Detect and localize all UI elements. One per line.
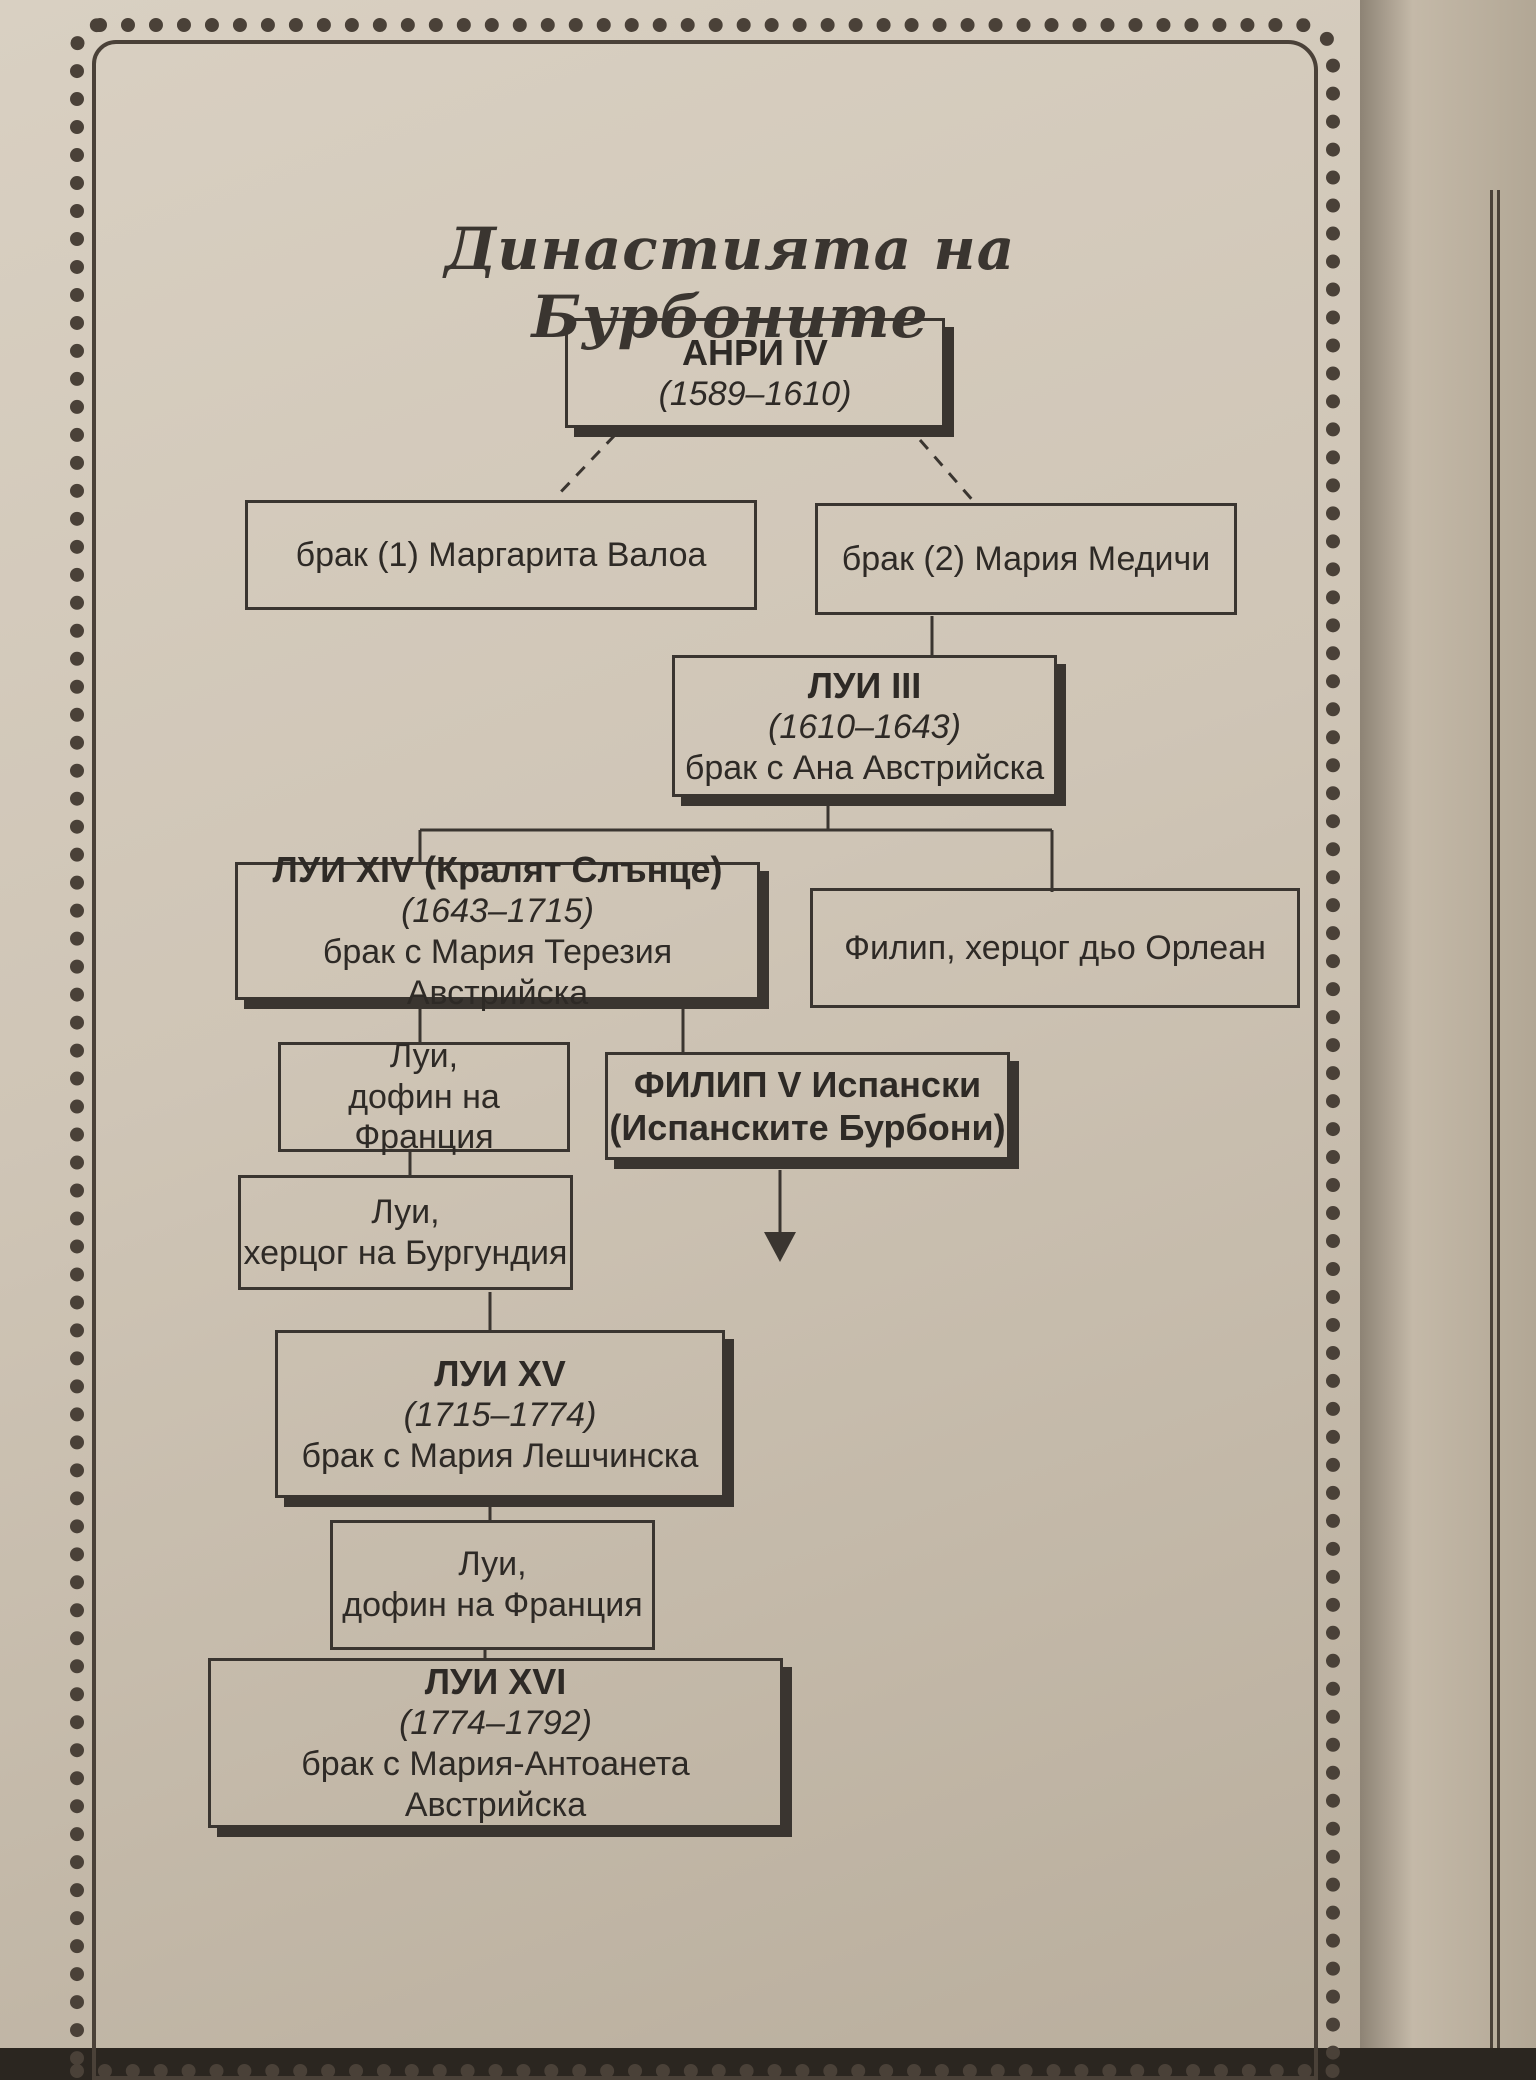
adjacent-page-border: [1490, 190, 1536, 2048]
louis13-name: ЛУИ III: [807, 664, 922, 706]
louis16-spouse: брак с Мария-Антоанета Австрийска: [301, 1745, 690, 1824]
louis15-name: ЛУИ XV: [434, 1352, 566, 1394]
tree-connectors: [408, 433, 1054, 1658]
philip5-line2: (Испанските Бурбони): [609, 1107, 1006, 1148]
dauphin2-line2: дофин на Франция: [342, 1586, 643, 1624]
node-marriage-1: брак (1) Маргарита Валоа: [245, 500, 757, 610]
orleans-text: Филип, херцог дьо Орлеан: [844, 928, 1266, 967]
node-philippe-orleans: Филип, херцог дьо Орлеан: [810, 888, 1300, 1008]
louis16-name: ЛУИ XVI: [424, 1661, 567, 1703]
adjacent-page: [1360, 0, 1536, 2048]
louis15-years: (1715–1774): [403, 1395, 597, 1434]
dauphin2-line1: Луи,: [458, 1545, 527, 1584]
louis16-years: (1774–1792): [399, 1704, 592, 1743]
node-louis-xv: ЛУИ XV (1715–1774) брак с Мария Лешчинск…: [275, 1330, 725, 1498]
louis13-spouse: брак с Ана Австрийска: [684, 748, 1045, 787]
marriage1-text: брак (1) Маргарита Валоа: [295, 535, 707, 574]
philip5-line1: ФИЛИП V Испански: [633, 1063, 982, 1105]
dashed-link-marriage1: [553, 433, 617, 500]
book-page: Династията на Бурбоните АНРИ I: [0, 0, 1360, 2080]
marriage2-text: брак (2) Мария Медичи: [841, 539, 1211, 578]
louis14-spouse: брак с Мария Терезия Австрийска: [322, 933, 673, 1012]
dashed-link-marriage2: [918, 439, 977, 504]
node-dauphin-2: Луи, дофин на Франция: [330, 1520, 655, 1650]
dauphin1-line2: дофин на Франция: [348, 1077, 500, 1157]
node-louis-xvi: ЛУИ XVI (1774–1792) брак с Мария-Антоане…: [208, 1658, 783, 1828]
burgundy-line1: Луи,: [371, 1192, 440, 1231]
node-henri-iv: АНРИ IV (1589–1610): [565, 318, 945, 428]
node-louis-xiv: ЛУИ XIV (Кралят Слънце) (1643–1715) брак…: [235, 849, 760, 1012]
node-marriage-2: брак (2) Мария Медичи: [815, 503, 1237, 615]
henri-years: (1589–1610): [658, 375, 852, 414]
louis14-years: (1643–1715): [401, 892, 594, 931]
louis15-spouse: брак с Мария Лешчинска: [301, 1436, 699, 1475]
node-louis-xiii: ЛУИ III (1610–1643) брак с Ана Австрийск…: [672, 655, 1057, 797]
arrow-head-icon: [764, 1232, 796, 1262]
node-dauphin-1: Луи, дофин на Франция: [278, 1037, 570, 1156]
page-title: Династията на Бурбоните: [444, 215, 1016, 351]
node-burgundy: Луи, херцог на Бургундия: [238, 1175, 573, 1290]
dauphin1-line1: Луи,: [389, 1036, 459, 1075]
louis13-years: (1610–1643): [768, 707, 961, 746]
henri-name: АНРИ IV: [682, 332, 828, 373]
node-philip-v: ФИЛИП V Испански (Испанските Бурбони): [605, 1052, 1010, 1160]
louis14-name: ЛУИ XIV (Кралят Слънце): [272, 849, 723, 891]
burgundy-line2: херцог на Бургундия: [243, 1233, 568, 1272]
